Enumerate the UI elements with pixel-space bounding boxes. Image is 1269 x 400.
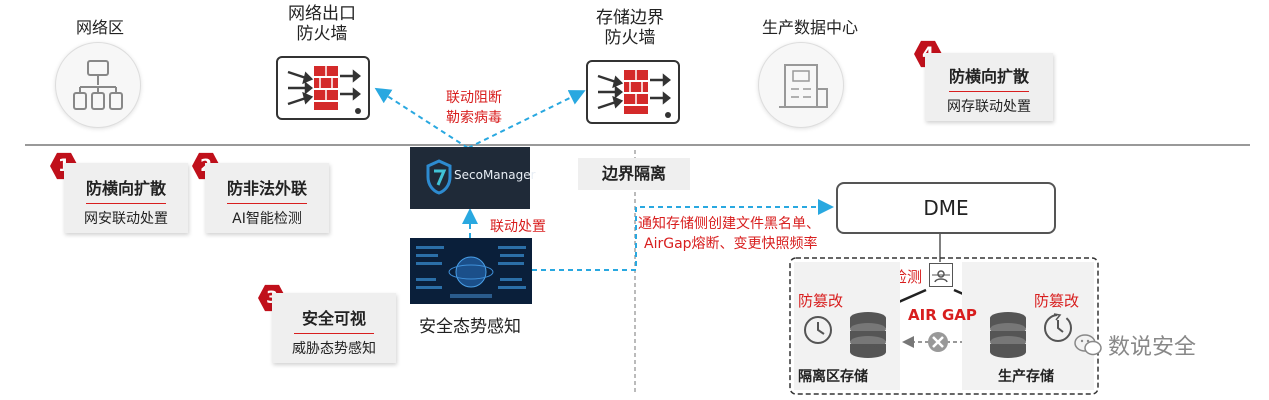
card-4: 防横向扩散 网存联动处置 bbox=[925, 53, 1053, 121]
card-2-title: 防非法外联 bbox=[226, 179, 307, 198]
wechat-icon bbox=[1074, 334, 1102, 356]
secomanager-box: SecoManager bbox=[410, 147, 536, 209]
card-1-underline bbox=[86, 203, 166, 204]
notify-label: 通知存储侧创建文件黑名单、 AirGap熔断、变更快照频率 bbox=[638, 214, 820, 254]
watermark: 数说安全 bbox=[1074, 330, 1196, 360]
card-1-sub: 网安联动处置 bbox=[84, 211, 168, 227]
card-1: 防横向扩散 网安联动处置 bbox=[64, 163, 188, 233]
shield-icon bbox=[426, 159, 452, 195]
tamper-right-label: 防篡改 bbox=[1034, 292, 1080, 310]
production-storage-panel bbox=[962, 262, 1094, 390]
watermark-text: 数说安全 bbox=[1108, 335, 1197, 360]
notify-line1: 通知存储侧创建文件黑名单、 bbox=[638, 216, 820, 232]
tamper-left-label: 防篡改 bbox=[798, 292, 844, 310]
production-dc-title: 生产数据中心 bbox=[761, 18, 858, 37]
linkage-block-line1: 联动阻断 bbox=[446, 90, 502, 106]
arrow-seco-to-edge-fw bbox=[467, 90, 586, 149]
exit-firewall-title-line1: 网络出口 bbox=[288, 4, 356, 24]
exit-firewall-icon bbox=[276, 56, 370, 120]
edge-firewall-title-line1: 存储边界 bbox=[596, 8, 664, 28]
card-2-underline bbox=[227, 203, 307, 204]
isolation-database-icon bbox=[850, 312, 886, 358]
card-4-title: 防横向扩散 bbox=[948, 67, 1029, 86]
card-3-underline bbox=[294, 333, 374, 334]
linkage-block-label: 联动阻断 勒索病毒 bbox=[442, 88, 506, 128]
datacenter-icon bbox=[758, 42, 844, 128]
linkage-block-line2: 勒索病毒 bbox=[446, 110, 502, 126]
card-3: 安全可视 威胁态势感知 bbox=[272, 293, 396, 363]
card-2-sub: AI智能检测 bbox=[232, 211, 302, 227]
airgap-x-icon bbox=[928, 332, 948, 352]
production-database-icon bbox=[990, 312, 1026, 358]
network-icon bbox=[55, 42, 141, 128]
dme-box: DME bbox=[836, 182, 1056, 234]
scan-icon bbox=[929, 263, 953, 287]
card-3-sub: 威胁态势感知 bbox=[292, 341, 376, 357]
card-4-sub: 网存联动处置 bbox=[947, 99, 1031, 115]
card-1-title: 防横向扩散 bbox=[85, 179, 166, 198]
isolation-storage-label: 隔离区存储 bbox=[798, 369, 868, 385]
situation-label: 安全态势感知 bbox=[419, 317, 521, 337]
dashboard-icon bbox=[416, 246, 526, 298]
network-zone-title: 网络区 bbox=[75, 18, 124, 37]
boundary-isolation-label: 边界隔离 bbox=[578, 158, 690, 190]
air-gap-label: AIR GAP bbox=[908, 306, 977, 324]
linkage-handle-label: 联动处置 bbox=[490, 219, 546, 235]
notify-line2: AirGap熔断、变更快照频率 bbox=[644, 236, 818, 252]
situation-screen bbox=[410, 238, 532, 304]
production-storage-label: 生产存储 bbox=[998, 369, 1054, 385]
storage-frame bbox=[789, 257, 1099, 395]
exit-firewall-title-line2: 防火墙 bbox=[296, 24, 348, 44]
card-3-title: 安全可视 bbox=[301, 309, 366, 328]
edge-firewall-title: 存储边界 防火墙 bbox=[570, 8, 690, 48]
clock-refresh-icon bbox=[1044, 313, 1072, 342]
edge-firewall-title-line2: 防火墙 bbox=[604, 28, 656, 48]
clock-icon bbox=[804, 316, 832, 344]
card-2: 防非法外联 AI智能检测 bbox=[205, 163, 329, 233]
exit-firewall-title: 网络出口 防火墙 bbox=[262, 4, 382, 44]
edge-firewall-icon bbox=[586, 60, 680, 124]
secomanager-label: SecoManager bbox=[454, 168, 536, 182]
arrow-situation-to-dme bbox=[532, 199, 834, 271]
card-4-underline bbox=[949, 91, 1029, 92]
